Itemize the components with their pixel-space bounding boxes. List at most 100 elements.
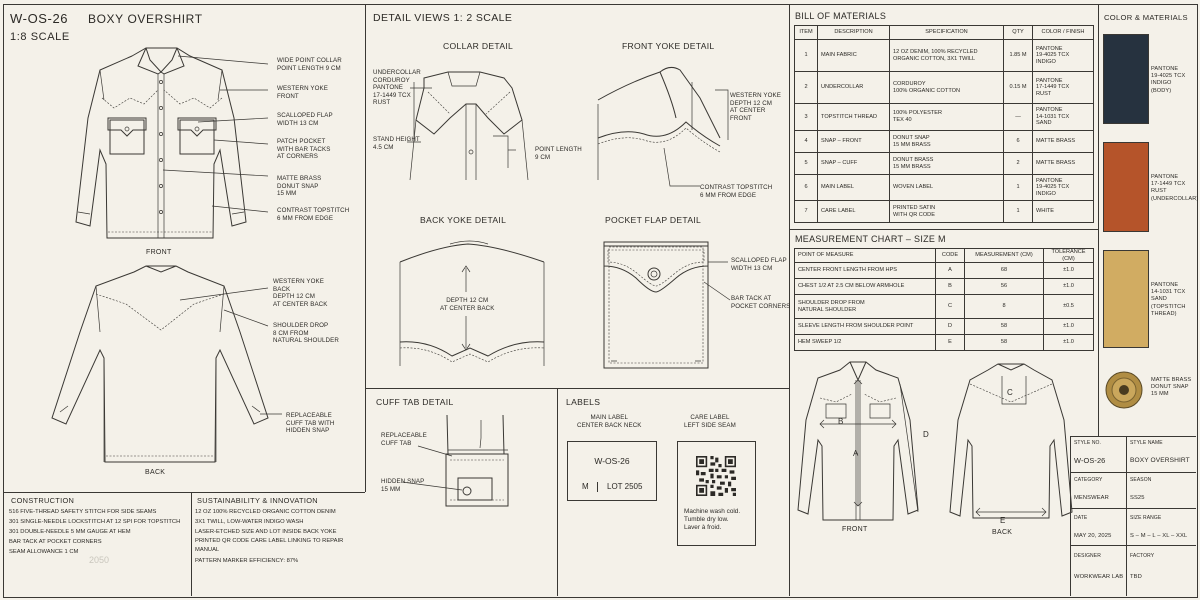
care-label-caption: CARE LABEL LEFT SIDE SEAM xyxy=(684,414,736,429)
bom-table: ITEM DESCRIPTION SPECIFICATION QTY COLOR… xyxy=(794,25,1094,223)
sheet-border xyxy=(3,4,1198,598)
qr-code-icon xyxy=(696,456,736,496)
bom-cell: 12 OZ DENIM, 100% RECYCLED ORGANIC COTTO… xyxy=(889,39,1004,72)
divider xyxy=(1098,4,1099,436)
collar-detail-drawing xyxy=(407,71,529,181)
sustainability-item: PATTERN MARKER EFFICIENCY: 87% xyxy=(195,558,299,564)
swatch-indigo-label: PANTONE 19-4025 TCX INDIGO (BODY) xyxy=(1151,66,1186,94)
measurement-cell: SHOULDER DROP FROM NATURAL SHOULDER xyxy=(794,294,936,320)
pocket-flap-width-callout: SCALLOPED FLAP WIDTH 13 CM xyxy=(731,257,787,272)
field-label: SEASON xyxy=(1130,477,1152,483)
construction-item: BAR TACK AT POCKET CORNERS xyxy=(9,539,102,545)
callout-patch-pocket: PATCH POCKET WITH BAR TACKS AT CORNERS xyxy=(277,138,331,161)
labels-title: LABELS xyxy=(566,397,601,407)
divider xyxy=(1070,472,1196,473)
callout-cuff-tab: REPLACEABLE CUFF TAB WITH HIDDEN SNAP xyxy=(286,412,335,435)
callout-back-yoke: WESTERN YOKE BACK DEPTH 12 CM AT CENTER … xyxy=(273,278,328,308)
care-label: Machine wash cold. Tumble dry low. Laver… xyxy=(677,441,756,546)
season-value: SS25 xyxy=(1130,495,1145,501)
drawing-scale: 1:8 SCALE xyxy=(10,31,70,43)
measurement-header: TOLERANCE (CM) xyxy=(1043,247,1094,264)
brass-snap-icon xyxy=(1105,371,1143,409)
main-label-lot: LOT 2505 xyxy=(607,482,643,491)
field-label: STYLE NAME xyxy=(1130,440,1163,446)
bom-cell: PANTONE 17-1449 TCX RUST xyxy=(1032,71,1094,104)
sustainability-item: LASER-ETCHED SIZE AND LOT INSIDE BACK YO… xyxy=(195,529,337,535)
bom-cell: CARE LABEL xyxy=(817,200,890,223)
front-yoke-topstitch-callout: CONTRAST TOPSTITCH 6 MM FROM EDGE xyxy=(700,184,773,199)
measurement-table: POINT OF MEASURE CODE MEASUREMENT (CM) T… xyxy=(794,247,1094,352)
callout-shoulder-drop: SHOULDER DROP 8 CM FROM NATURAL SHOULDER xyxy=(273,322,339,345)
construction-list: 516 FIVE-THREAD SAFETY STITCH FOR SIDE S… xyxy=(9,507,180,557)
style-no-value: W-OS-26 xyxy=(1074,456,1106,465)
measurement-cell: ±0.5 xyxy=(1043,294,1094,320)
swatch-rust xyxy=(1103,142,1149,232)
hidden-snap-callout: HIDDEN SNAP 15 MM xyxy=(381,478,425,493)
back-yoke-depth-callout: DEPTH 12 CM AT CENTER BACK xyxy=(440,297,495,312)
bom-cell: PRINTED SATIN WITH QR CODE xyxy=(889,200,1004,223)
measurement-cell: ±1.0 xyxy=(1043,334,1094,352)
callout-collar: WIDE POINT COLLAR POINT LENGTH 9 CM xyxy=(277,57,342,72)
divider xyxy=(1070,436,1071,596)
back-yoke-detail-drawing xyxy=(399,240,545,366)
bom-cell: PANTONE 14-1031 TCX SAND xyxy=(1032,103,1094,131)
measurement-front-label: FRONT xyxy=(842,526,868,533)
code-letter-e: E xyxy=(1000,516,1006,525)
sustainability-item: PRINTED QR CODE CARE LABEL LINKING TO RE… xyxy=(195,538,344,553)
category-value: MENSWEAR xyxy=(1074,495,1109,501)
sustainability-list: 12 OZ 100% RECYCLED ORGANIC COTTON DENIM… xyxy=(195,507,343,566)
snap-label: MATTE BRASS DONUT SNAP 15 MM xyxy=(1151,377,1192,398)
cuff-tab-callout: REPLACEABLE CUFF TAB xyxy=(381,432,427,447)
construction-item: 301 DOUBLE-NEEDLE 5 MM GAUGE AT HEM xyxy=(9,529,131,535)
main-label-caption: MAIN LABEL CENTER BACK NECK xyxy=(577,414,642,429)
bom-header: COLOR / FINISH xyxy=(1032,25,1094,40)
construction-title: CONSTRUCTION xyxy=(11,496,75,505)
swatch-indigo xyxy=(1103,34,1149,124)
pocket-bartack-callout: BAR TACK AT POCKET CORNERS xyxy=(731,295,791,310)
style-name-value: BOXY OVERSHIRT xyxy=(1130,457,1190,464)
divider xyxy=(365,388,789,389)
sustainability-item: 12 OZ 100% RECYCLED ORGANIC COTTON DENIM xyxy=(195,509,336,515)
swatch-sand-label: PANTONE 14-1031 TCX SAND (TOPSTITCH THRE… xyxy=(1151,282,1186,317)
measurement-cell: E xyxy=(935,334,965,352)
measurement-cell: C xyxy=(935,294,965,320)
back-yoke-detail-title: BACK YOKE DETAIL xyxy=(420,215,507,225)
undercollar-callout: UNDERCOLLAR CORDUROY PANTONE 17-1449 TCX… xyxy=(373,69,421,107)
divider xyxy=(1070,436,1196,437)
measurement-back-drawing xyxy=(949,363,1073,519)
pocket-flap-detail-drawing xyxy=(603,241,731,369)
bom-cell: TOPSTITCH THREAD xyxy=(817,103,890,131)
swatch-rust-label: PANTONE 17-1449 TCX RUST (UNDERCOLLAR) xyxy=(1151,174,1199,202)
date-value: MAY 20, 2025 xyxy=(1074,533,1112,539)
colors-title: COLOR & MATERIALS xyxy=(1104,13,1188,22)
front-yoke-depth-callout: WESTERN YOKE DEPTH 12 CM AT CENTER FRONT xyxy=(730,92,781,122)
measurement-back-label: BACK xyxy=(992,529,1013,536)
back-flat-label: BACK xyxy=(145,469,166,476)
field-label: FACTORY xyxy=(1130,553,1155,559)
bom-cell: CORDUROY 100% ORGANIC COTTON xyxy=(889,71,1004,104)
point-length-callout: POINT LENGTH 9 CM xyxy=(535,146,582,161)
divider xyxy=(1126,436,1127,596)
stand-height-callout: STAND HEIGHT 4.5 CM xyxy=(373,136,420,151)
pocket-flap-detail-title: POCKET FLAP DETAIL xyxy=(605,215,702,225)
bom-cell: MATTE BRASS xyxy=(1032,152,1094,175)
bom-cell: 7 xyxy=(794,200,818,223)
divider xyxy=(789,229,1098,230)
measurement-header-row: POINT OF MEASURE CODE MEASUREMENT (CM) T… xyxy=(794,247,1094,264)
bom-cell: UNDERCOLLAR xyxy=(817,71,890,104)
front-yoke-detail-drawing xyxy=(597,66,729,187)
detail-views-title: DETAIL VIEWS 1: 2 SCALE xyxy=(373,12,513,24)
front-flat-drawing xyxy=(75,47,269,239)
callout-snap: MATTE BRASS DONUT SNAP 15 MM xyxy=(277,175,322,198)
care-instructions: Machine wash cold. Tumble dry low. Laver… xyxy=(684,508,741,531)
style-name: BOXY OVERSHIRT xyxy=(88,12,203,26)
